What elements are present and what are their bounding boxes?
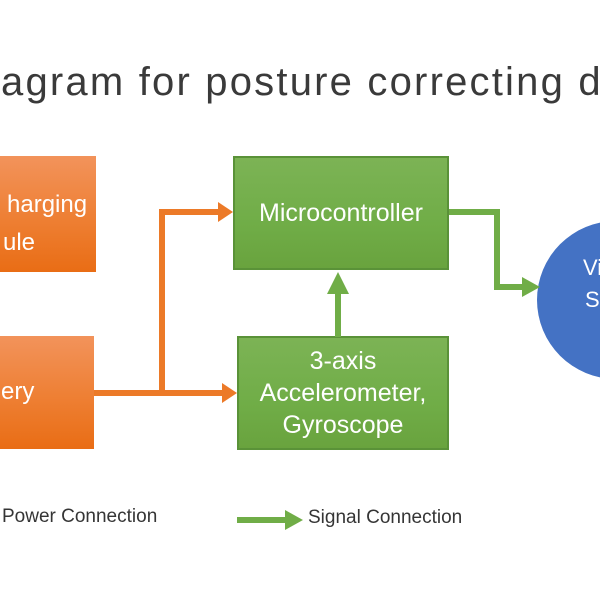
legend-power-connection-label: Power Connection [2,506,158,527]
microcontroller-label: Microcontroller [259,199,423,227]
microcontroller-box: Microcontroller [233,156,449,270]
accelerometer-label-line3: Gyroscope [282,411,404,439]
power-connector-to-microcontroller-line [159,209,218,215]
signal-arrowhead-into-microcontroller-icon [327,272,349,294]
vibration-sensor-node: Vibration Sensor [537,221,600,379]
legend-signal-arrow-line [237,517,285,523]
battery-box: ery [0,336,94,449]
power-connector-branch-vertical-line [159,209,165,396]
power-arrowhead-into-microcontroller-icon [218,202,233,222]
charging-module-label-line2: ule [3,229,36,256]
vibration-sensor-label-line1: Vibration [583,255,600,280]
signal-connector-microcontroller-out-line [449,209,500,215]
signal-connector-accelerometer-to-microcontroller-line [335,292,341,337]
power-arrowhead-into-accelerometer-icon [222,383,237,403]
legend-signal-connection-label: Signal Connection [308,507,463,528]
legend-signal-arrowhead-icon [285,510,303,530]
accelerometer-gyroscope-box: 3-axis Accelerometer, Gyroscope [237,336,449,450]
charging-module-label-line1: harging [7,191,88,218]
accelerometer-label-line2: Accelerometer, [259,379,427,407]
charging-module-box: harging ule [0,156,96,272]
signal-arrowhead-into-sensor-icon [522,277,540,297]
signal-connector-down-line [494,209,500,290]
slide-title: agram for posture correcting d [1,60,600,104]
power-connector-battery-to-accelerometer-line [94,390,222,396]
signal-connector-to-sensor-line [494,284,524,290]
battery-label: ery [1,378,35,405]
vibration-sensor-label-line2: Sensor [585,287,600,312]
accelerometer-label-line1: 3-axis [309,347,377,375]
